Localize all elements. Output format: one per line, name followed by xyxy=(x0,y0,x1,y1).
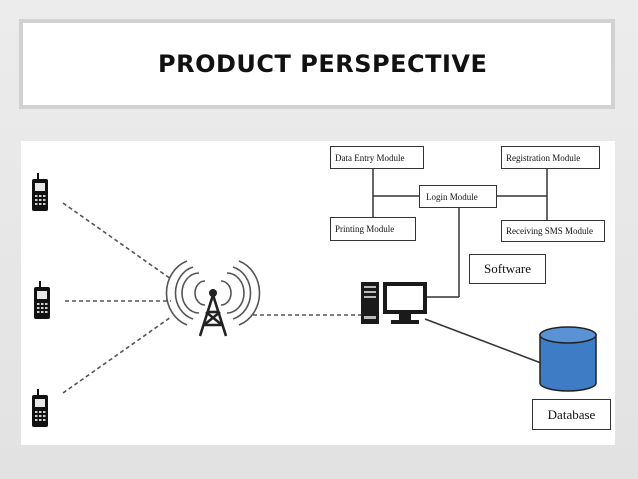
diagram-canvas xyxy=(32,169,597,427)
receiving-sms-module-box: Receiving SMS Module xyxy=(501,220,605,242)
software-box: Software xyxy=(469,254,546,284)
slide-title: PRODUCT PERSPECTIVE xyxy=(158,50,488,78)
radio-tower-icon xyxy=(165,260,261,337)
mobile-phone-icon xyxy=(32,389,48,427)
database-cylinder-icon xyxy=(539,326,597,392)
module-connectors xyxy=(372,169,548,364)
printing-module-box: Printing Module xyxy=(330,217,416,241)
login-module-box: Login Module xyxy=(419,185,497,208)
registration-module-box: Registration Module xyxy=(501,146,600,169)
product-perspective-diagram: Data Entry Module Registration Module Lo… xyxy=(21,141,615,445)
link-phone-bottom-tower xyxy=(62,316,172,394)
data-entry-module-box: Data Entry Module xyxy=(330,146,424,169)
mobile-phone-icon xyxy=(34,281,50,319)
connector-computer-database xyxy=(424,318,542,364)
link-phone-top-tower xyxy=(62,202,172,280)
mobile-phone-icon xyxy=(32,173,48,211)
desktop-computer-icon xyxy=(361,282,427,324)
database-box: Database xyxy=(532,399,611,430)
phone-tower-links xyxy=(62,202,361,394)
title-banner: PRODUCT PERSPECTIVE xyxy=(19,19,615,109)
